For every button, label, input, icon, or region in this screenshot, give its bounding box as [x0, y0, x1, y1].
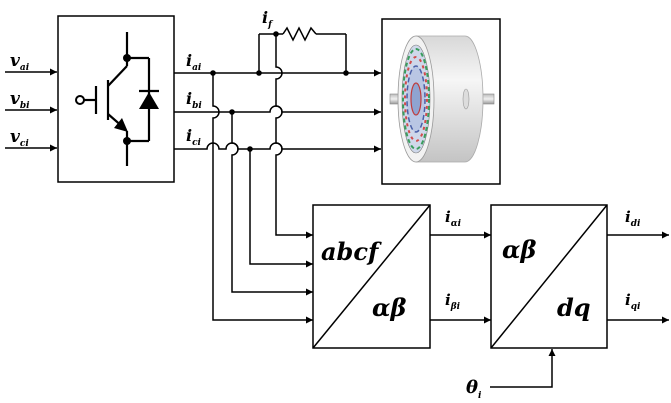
label-vb: vbi	[10, 89, 30, 111]
label-ia: iai	[186, 51, 202, 73]
node-dot-icon	[343, 70, 349, 76]
inverter-block	[57, 15, 175, 183]
node-dot-icon	[123, 137, 131, 145]
label-id: idi	[625, 208, 641, 229]
park-transform-block: αβ dq	[490, 204, 608, 349]
theta-input-arrow	[490, 349, 556, 388]
ib-feed-line	[231, 112, 313, 296]
gate-terminal-icon	[75, 95, 85, 105]
label-va: vai	[10, 51, 30, 73]
label-if: if	[262, 8, 274, 30]
label-theta: θi	[466, 377, 482, 401]
fault-resistor	[258, 26, 347, 73]
clarke-bottom-label: αβ	[372, 293, 406, 322]
motor-icon	[389, 35, 495, 163]
park-top-label: αβ	[502, 235, 536, 264]
ia-feed-line	[249, 149, 313, 268]
node-dot-icon	[210, 70, 216, 76]
node-dot-icon	[123, 54, 131, 62]
if-feed-line	[275, 34, 313, 239]
emitter-arrow-icon	[114, 118, 128, 132]
label-vc: vci	[10, 127, 29, 149]
ic-feed-line	[212, 73, 313, 324]
label-ialpha: iαi	[445, 208, 462, 229]
node-dot-icon	[256, 70, 262, 76]
node-dot-icon	[229, 109, 235, 115]
motor-box	[381, 18, 501, 185]
label-ib: ibi	[186, 89, 202, 111]
node-dot-icon	[247, 146, 253, 152]
label-ic: ici	[186, 126, 202, 148]
label-iq: iqi	[625, 291, 641, 312]
clarke-transform-block: abcf αβ	[312, 204, 431, 349]
park-bottom-label: dq	[557, 293, 591, 322]
label-ibeta: iβi	[445, 291, 461, 312]
clarke-top-label: abcf	[321, 237, 382, 266]
diode-icon	[139, 89, 159, 109]
